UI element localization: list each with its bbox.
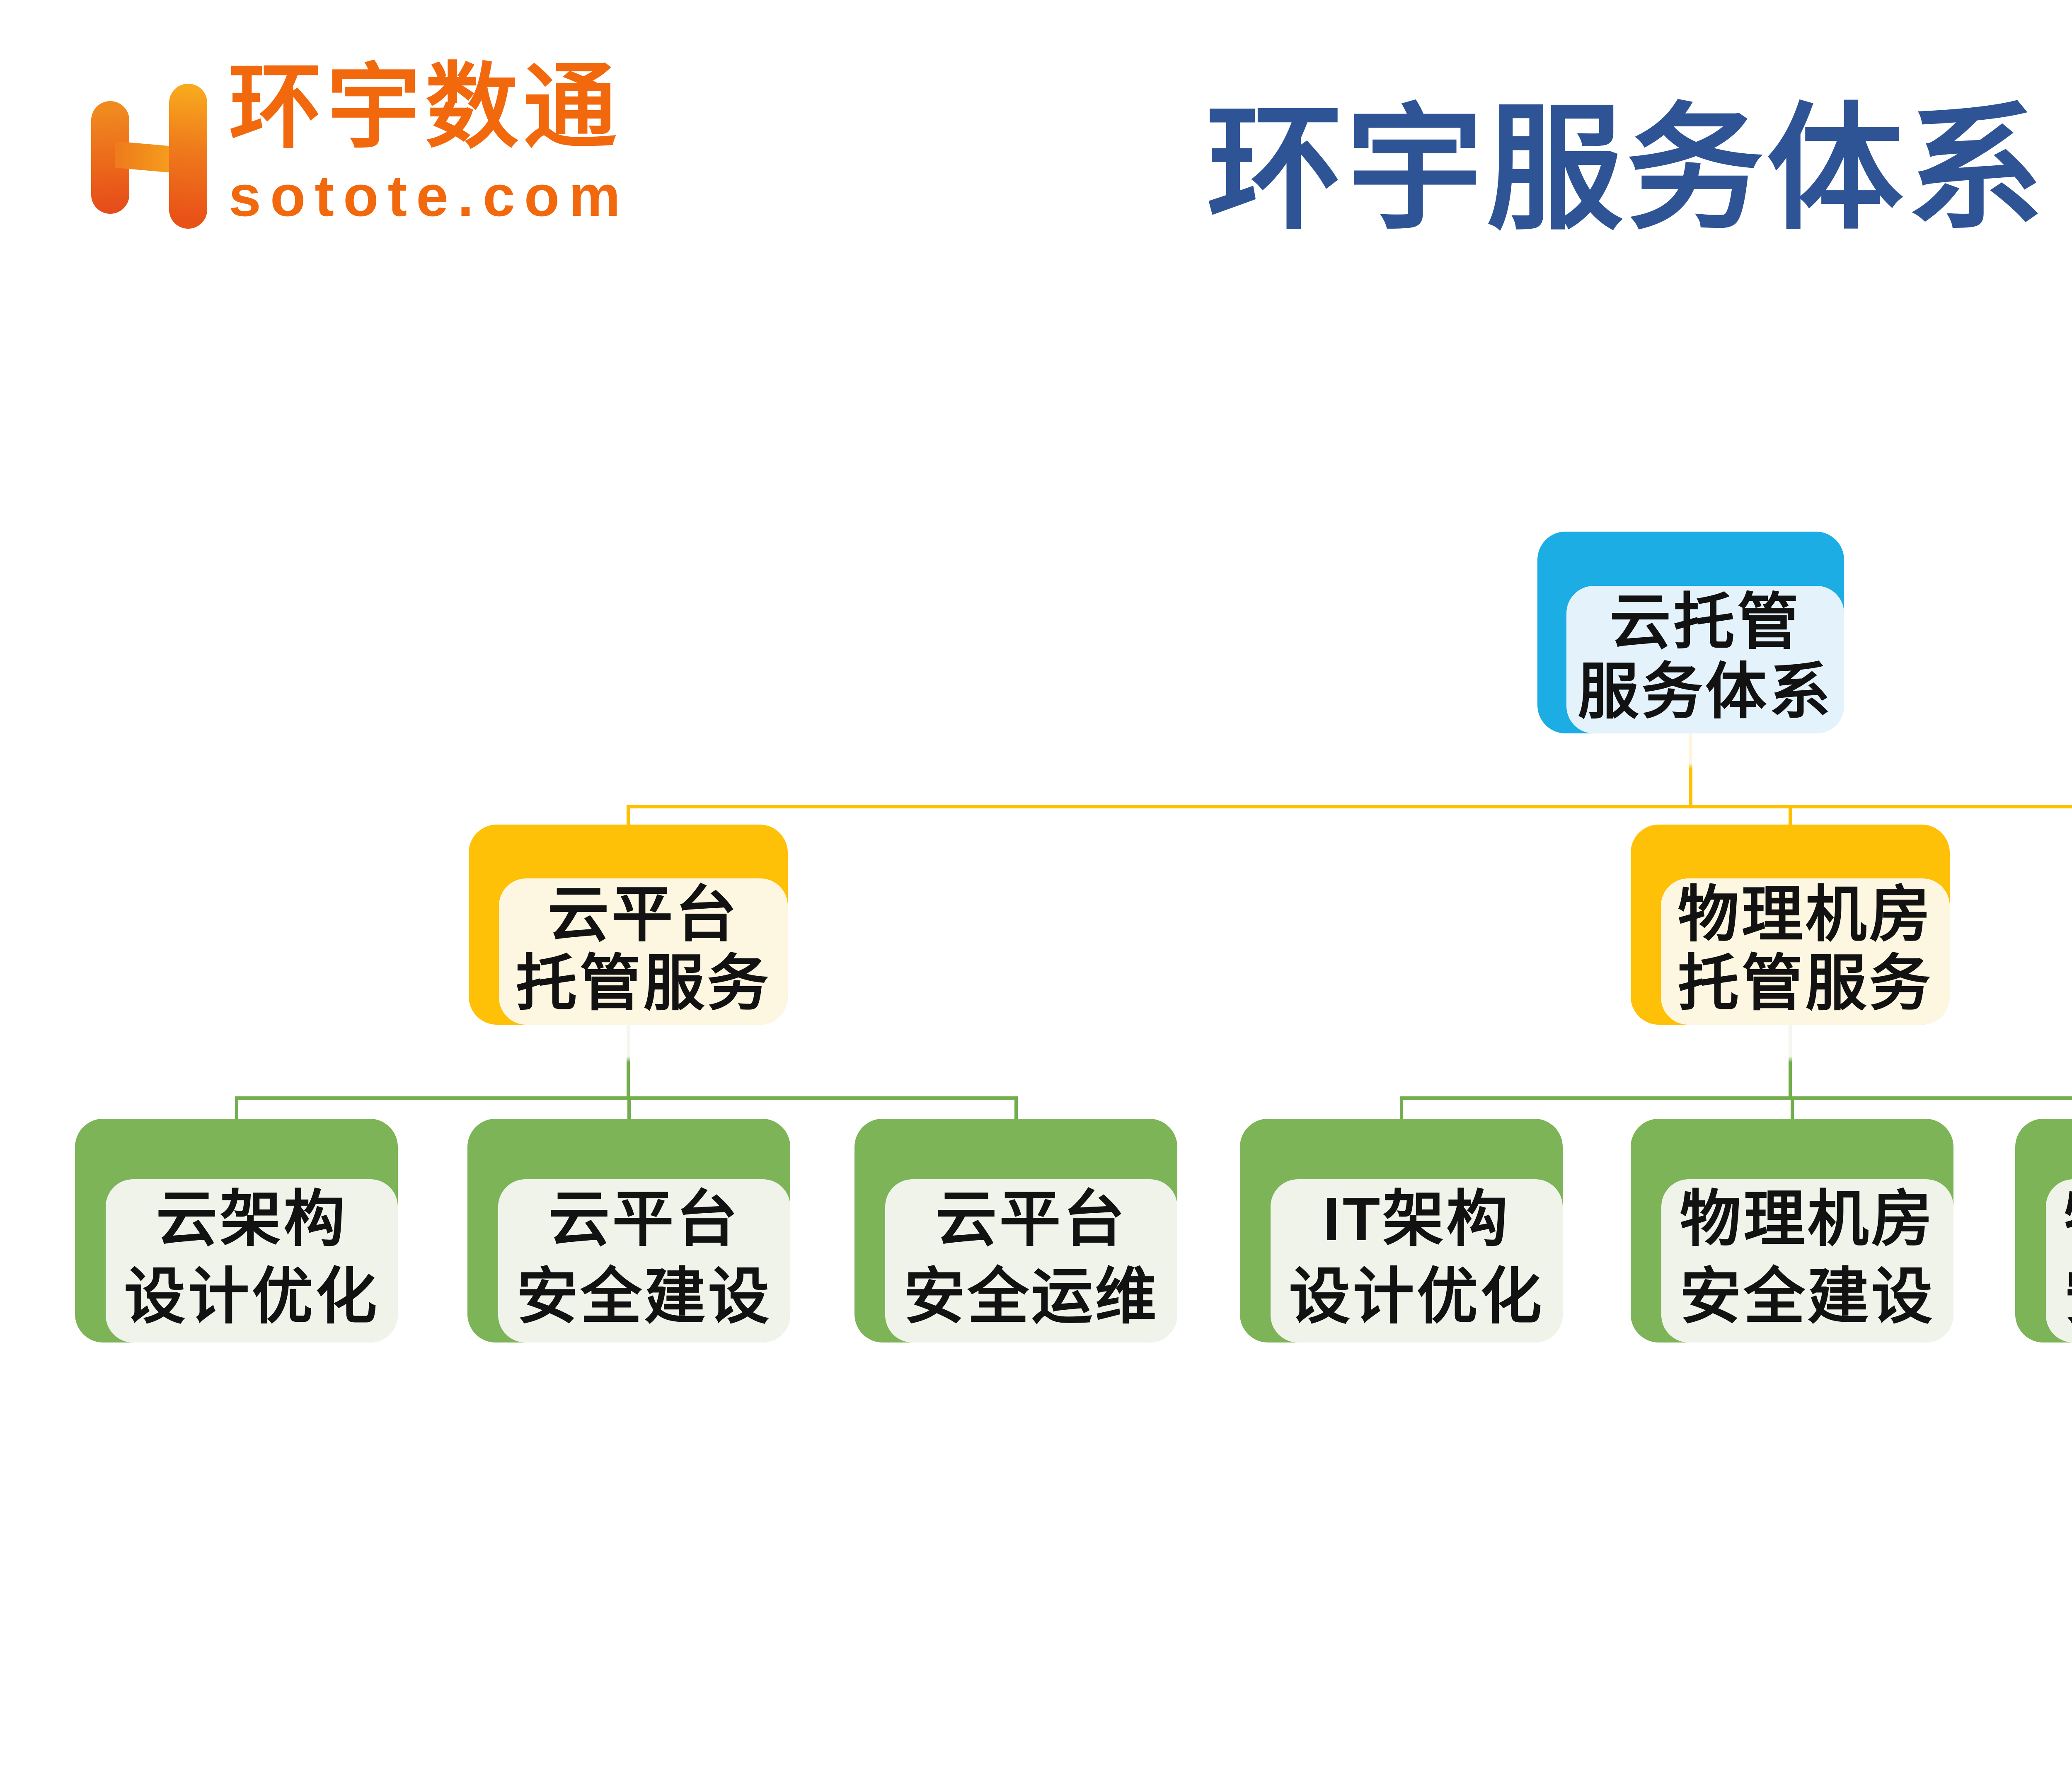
node-label-line1: 云平台 (547, 880, 739, 949)
node-label-line2: 安全运维 (903, 1263, 1159, 1331)
node-label-line1: 云托管 (1610, 588, 1801, 657)
node-label-line1: 物理机房 (1680, 1185, 1935, 1254)
node-panel: 云平台 安全建设 (498, 1179, 790, 1342)
node-label-line1: 物理机房 (2065, 1189, 2072, 1250)
logo-text-block: 环宇数通 sotote.com (229, 58, 629, 230)
node-label-line2: 安全建设 (1680, 1263, 1935, 1331)
page-title: 环宇服务体系 (1206, 95, 2047, 246)
connector-branch2-stub (1789, 805, 1792, 825)
node-datacenter-security-ops: 物理机房 安全运维 (2015, 1119, 2072, 1342)
node-label-line2: 安全建设 (516, 1263, 772, 1331)
node-label-line1: 云平台 (935, 1185, 1127, 1254)
node-cloud-architecture-design: 云架构 设计优化 (75, 1119, 398, 1342)
node-cloud-platform-hosting: 云平台 托管服务 (469, 825, 788, 1025)
node-label-line2: 服务体系 (1578, 658, 1833, 726)
logo-brand-name: 环宇数通 (229, 55, 622, 159)
huanyu-h-logo-icon (91, 84, 207, 229)
node-cloud-platform-security-ops: 云平台 安全运维 (854, 1119, 1177, 1342)
node-panel: 物理机房 安全建设 (1661, 1179, 1953, 1342)
node-panel: 云架构 设计优化 (106, 1179, 398, 1342)
connector-leaf1-stub (235, 1096, 238, 1120)
connector-leafgroup2-hline (1400, 1096, 2072, 1100)
node-panel: 物理机房 安全运维 (2046, 1179, 2072, 1342)
node-panel: 云平台 安全运维 (885, 1179, 1177, 1342)
connector-branch1-stub (627, 805, 630, 825)
connector-branch2-down (1789, 1023, 1792, 1100)
connector-leaf4-stub (1400, 1096, 1403, 1120)
node-label-line2: 设计优化 (1289, 1263, 1544, 1331)
connector-branch1-down (627, 1023, 630, 1100)
node-panel: 云平台 托管服务 (499, 878, 788, 1025)
node-label-line1: 物理机房 (1677, 880, 1933, 949)
connector-root-stub (1689, 733, 1692, 808)
node-label-line2: 安全运维 (2065, 1266, 2072, 1328)
node-label-line1: IT架构 (1323, 1185, 1510, 1254)
node-label-line1: 云平台 (548, 1185, 740, 1254)
node-datacenter-security-build: 物理机房 安全建设 (1631, 1119, 1953, 1342)
node-cloud-platform-security-build: 云平台 安全建设 (467, 1119, 790, 1342)
connector-leaf3-stub (1014, 1096, 1018, 1120)
node-panel: IT架构 设计优化 (1271, 1179, 1563, 1342)
connector-level2-hline (627, 805, 2072, 808)
node-label-line1: 云架构 (156, 1185, 348, 1254)
node-label-line2: 设计优化 (124, 1263, 380, 1331)
company-logo: 环宇数通 sotote.com (91, 58, 629, 230)
node-label-line2: 托管服务 (516, 949, 771, 1018)
connector-leaf2-stub (627, 1096, 631, 1120)
node-panel: 云托管 服务体系 (1566, 586, 1844, 733)
node-cloud-hosting-root: 云托管 服务体系 (1537, 532, 1844, 733)
node-label-line2: 托管服务 (1677, 949, 1933, 1018)
node-datacenter-hosting: 物理机房 托管服务 (1631, 825, 1950, 1025)
node-panel: 物理机房 托管服务 (1661, 878, 1950, 1025)
logo-right-bar (169, 84, 207, 229)
logo-domain-url: sotote.com (229, 163, 629, 229)
connector-leaf5-stub (1791, 1096, 1794, 1120)
node-it-architecture-design: IT架构 设计优化 (1240, 1119, 1563, 1342)
connector-leafgroup1-hline (235, 1096, 1018, 1100)
